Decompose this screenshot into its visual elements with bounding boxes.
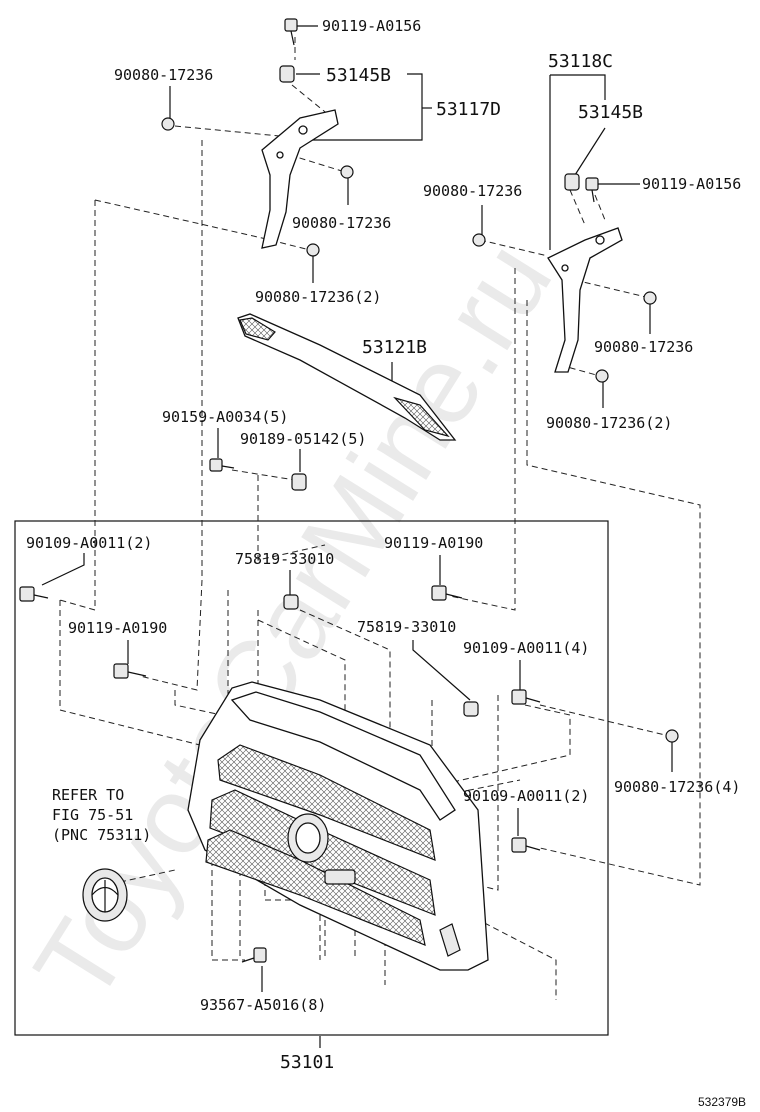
reference-note-line: REFER TO: [52, 786, 124, 804]
callout-label: 90080-17236: [114, 66, 213, 84]
screw-icon: [284, 18, 298, 46]
callout-label: 90080-17236: [292, 214, 391, 232]
callout-label: 53118C: [548, 51, 613, 72]
right-bracket: [547, 227, 623, 373]
callout-label: 90109-A0011(4): [463, 639, 589, 657]
upper-mesh-trim: [237, 313, 457, 441]
emblem: [82, 868, 128, 922]
callout-label: 90080-17236(2): [255, 288, 381, 306]
fasteners: [19, 18, 679, 963]
callout-label: 75819-33010: [357, 618, 456, 636]
callout-label: 90080-17236: [594, 338, 693, 356]
nut-icon: [595, 369, 609, 383]
nut-icon: [161, 117, 175, 131]
nut-icon: [306, 243, 320, 257]
nut-icon: [472, 233, 486, 247]
callout-label: 75819-33010: [235, 550, 334, 568]
screw-icon: [19, 586, 49, 602]
callout-label: 90119-A0156: [642, 175, 741, 193]
radiator-grille: [187, 681, 489, 971]
nut-icon: [340, 165, 354, 179]
callout-label: 53117D: [436, 99, 501, 120]
clip-icon: [564, 173, 580, 191]
clip-icon: [463, 701, 479, 717]
screw-icon: [241, 947, 267, 963]
callout-label: 90119-A0190: [68, 619, 167, 637]
callout-label: 90109-A0011(2): [26, 534, 152, 552]
leader-lines: [41, 25, 673, 1048]
callout-label: 90189-05142(5): [240, 430, 366, 448]
screw-icon: [113, 663, 147, 679]
nut-icon: [643, 291, 657, 305]
callout-label: 53121B: [362, 337, 427, 358]
callout-label: 90080-17236(2): [546, 414, 672, 432]
diagram-id: 532379B: [698, 1095, 746, 1109]
left-bracket: [261, 109, 339, 249]
assembly-frame: [14, 520, 609, 1036]
callout-label: 53145B: [578, 102, 643, 123]
callout-label: 90119-A0156: [322, 17, 421, 35]
clip-icon: [291, 473, 307, 491]
screw-icon: [431, 585, 463, 601]
reference-note-line: FIG 75-51: [52, 806, 133, 824]
nut-icon: [665, 729, 679, 743]
callout-label: 90159-A0034(5): [162, 408, 288, 426]
screw-icon: [209, 458, 235, 472]
screw-icon: [511, 837, 541, 853]
clip-icon: [283, 594, 299, 610]
callout-label: 90080-17236: [423, 182, 522, 200]
callout-label: 90080-17236(4): [614, 778, 740, 796]
callout-label: 93567-A5016(8): [200, 996, 326, 1014]
callout-label: 90109-A0011(2): [463, 787, 589, 805]
callout-label: 53145B: [326, 65, 391, 86]
reference-note-line: (PNC 75311): [52, 826, 151, 844]
clip-icon: [279, 65, 295, 83]
screw-icon: [585, 177, 599, 203]
callout-label: 90119-A0190: [384, 534, 483, 552]
callout-label: 53101: [280, 1052, 334, 1073]
screw-icon: [511, 689, 541, 705]
callout-labels: 90119-A0156 90080-17236 53145B 53117D 90…: [26, 17, 746, 1109]
